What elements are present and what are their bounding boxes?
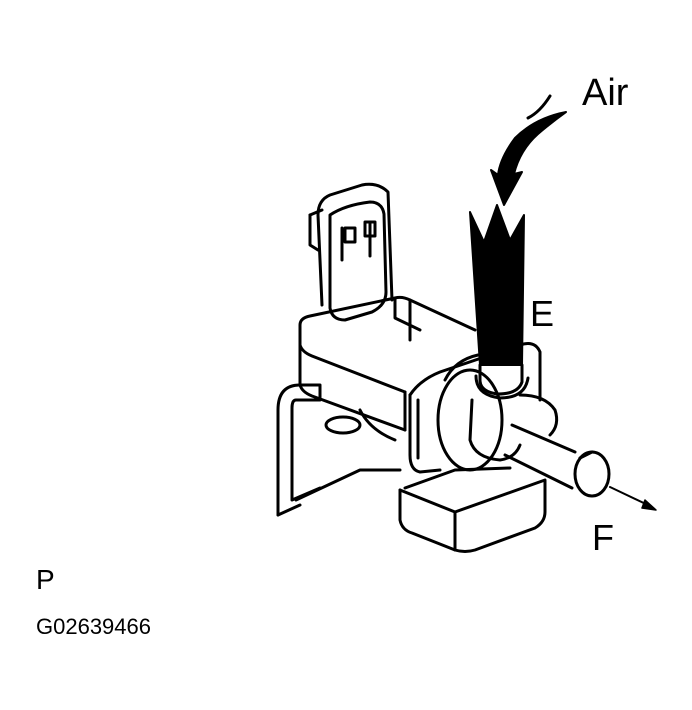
port-e-fitting	[468, 363, 530, 462]
port-f-label: F	[592, 517, 614, 558]
airflow-stream	[469, 204, 525, 366]
view-label: P	[36, 564, 55, 595]
air-direction-arrow	[490, 94, 567, 206]
solenoid-body	[298, 295, 477, 442]
port-e-label: E	[530, 293, 555, 334]
air-label: Air	[582, 72, 629, 114]
port-f-fitting	[503, 393, 611, 498]
electrical-connector	[308, 182, 394, 322]
figure-code: G02639466	[36, 614, 151, 639]
port-f-leader	[609, 486, 657, 511]
lower-bracket	[398, 466, 547, 553]
